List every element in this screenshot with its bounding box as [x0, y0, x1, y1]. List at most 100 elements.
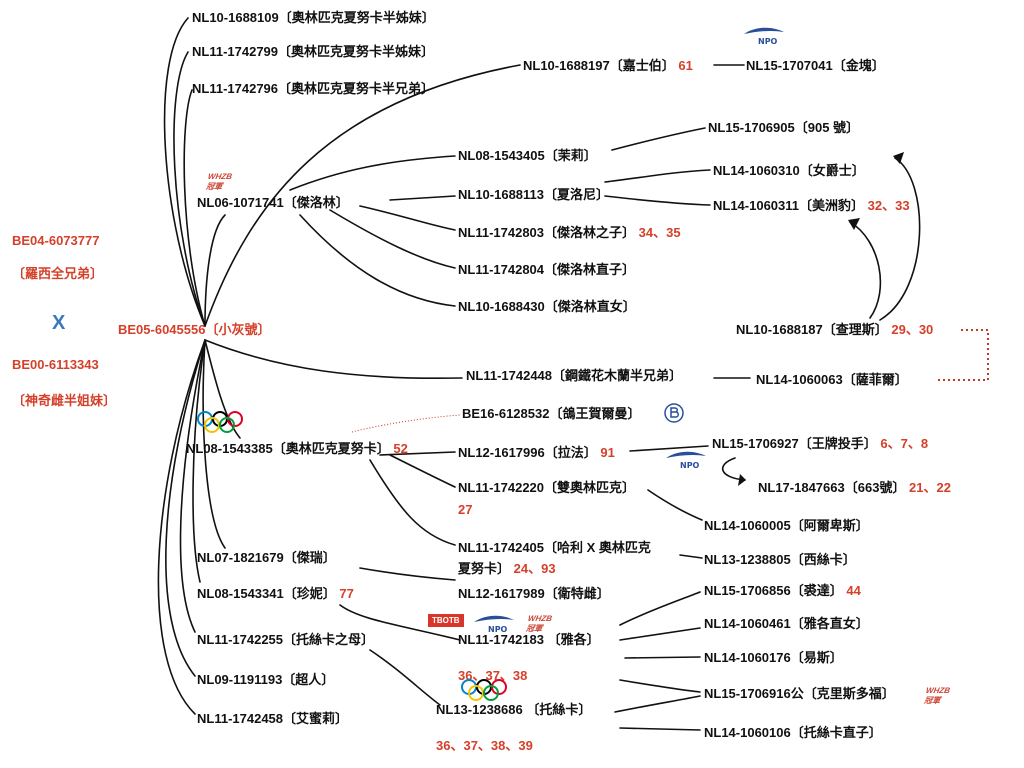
wangpai-score: 6、7、8: [880, 436, 929, 451]
link-root-olympic: [204, 339, 241, 439]
node-gangtie: NL11-1742448〔鋼鐵花木蘭半兄弟〕: [466, 368, 683, 383]
node-663: NL17-1847663〔663號〕 21、22: [758, 480, 951, 496]
yage-score: 36、37、38: [458, 668, 528, 683]
link-xialuoni-nvjue: [604, 169, 711, 183]
link-jaslin-moli: [289, 155, 456, 191]
cross-mark: X: [52, 312, 66, 334]
node-xialuoni: NL10-1688113〔夏洛尼〕: [458, 187, 610, 202]
sire-name: 〔羅西全兄弟〕: [12, 266, 104, 281]
node-yage: NL11-1742183 〔雅各〕: [458, 632, 600, 647]
link-xialuoni-meizhoubao: [604, 195, 711, 206]
link-tuosika-kelisi: [619, 679, 701, 693]
npo-logo-icon: NPO: [744, 27, 784, 46]
npo-logo-text-2: NPO: [680, 461, 700, 470]
link-tuosika-tuosikazhizi: [619, 727, 701, 731]
link-moli-905: [611, 127, 706, 151]
n663-label: NL17-1847663〔663號〕: [758, 480, 906, 495]
tbotb-logo: TBOTB: [428, 614, 464, 627]
npo-logo-icon-3: NPO: [474, 615, 514, 634]
link-root-gangtie: [204, 339, 463, 380]
node-moli: NL08-1543405〔茉莉〕: [458, 148, 597, 163]
lafa-label: NL12-1617996〔拉法〕: [458, 445, 597, 460]
node-n1: NL10-1688109〔奧林匹克夏努卡半姊妹〕: [192, 10, 435, 25]
node-hali-line2: 夏努卡〕 24、93: [458, 561, 556, 577]
node-safeier: NL14-1060063〔薩菲爾〕: [756, 372, 908, 387]
root-node: BE05-6045556〔小灰號〕: [118, 322, 270, 338]
meizhoubao-label: NL14-1060311〔美洲豹〕: [713, 198, 865, 213]
arrow-chalisi-meizhoubao: [849, 221, 882, 319]
jzhizi-score: 34、35: [638, 225, 681, 240]
node-jzhizi: NL11-1742803〔傑洛林之子〕 34、35: [458, 225, 681, 241]
link-shuangao-aersi: [647, 489, 703, 521]
link-olympic-hali: [369, 459, 456, 546]
meizhoubao-score: 32、33: [867, 198, 910, 213]
link-lafa-wangpai: [629, 445, 709, 452]
node-tuosika-mu: NL11-1742255〔托絲卡之母〕: [197, 632, 375, 647]
node-jaslin: NL06-1071741〔傑洛林〕: [197, 195, 349, 210]
node-qiuda: NL15-1706856〔裘達〕 44: [704, 583, 861, 599]
link-hali-xisika: [679, 554, 703, 559]
node-wangpai: NL15-1706927〔王牌投手〕 6、7、8: [712, 436, 928, 452]
node-lafa: NL12-1617996〔拉法〕 91: [458, 445, 615, 461]
link-zhenni-yage: [339, 604, 461, 641]
npo-logo-text: NPO: [758, 37, 778, 46]
node-meizhoubao: NL14-1060311〔美洲豹〕 32、33: [713, 198, 910, 214]
npo-logo-icon-2: NPO: [666, 451, 706, 470]
node-nvjue: NL14-1060310〔女爵士〕: [713, 163, 865, 178]
node-tuosikazhizi: NL14-1060106〔托絲卡直子〕: [704, 725, 882, 740]
node-zhenni: NL08-1543341〔珍妮〕 77: [197, 586, 354, 602]
dotted-link-gewang: [351, 414, 461, 433]
tuosika-score: 36、37、38、39: [436, 738, 533, 753]
link-root-n2: [173, 51, 206, 327]
n663-score: 21、22: [909, 480, 951, 495]
shuangao-score: 27: [458, 502, 473, 517]
link-root-jierui: [202, 339, 226, 549]
jiashibo-score: 61: [678, 58, 693, 73]
node-hali-line1: NL11-1742405〔哈利 X 奧林匹克: [458, 540, 651, 555]
link-jaslin-jzhizi2: [329, 209, 456, 269]
arrow-chalisi-nvjue: [879, 157, 921, 321]
link-jaslin-jzhinv: [299, 214, 456, 307]
jzhizi-label: NL11-1742803〔傑洛林之子〕: [458, 225, 636, 240]
jiashibo-label: NL10-1688197〔嘉士伯〕: [523, 58, 675, 73]
link-root-n3: [183, 89, 206, 327]
link-olympic-shuangao: [389, 454, 456, 488]
node-jzhinv: NL10-1688430〔傑洛林直女〕: [458, 299, 636, 314]
root-name: 〔小灰號〕: [205, 322, 271, 337]
zhenni-label: NL08-1543341〔珍妮〕: [197, 586, 336, 601]
npo-logo-text-3: NPO: [488, 625, 508, 634]
node-chalisi: NL10-1688187〔查理斯〕 29、30: [736, 322, 933, 338]
link-yage-yisi: [624, 656, 701, 659]
node-chaoren: NL09-1191193〔超人〕: [197, 672, 335, 687]
node-yisi: NL14-1060176〔易斯〕: [704, 650, 843, 665]
node-jinkuai: NL15-1707041〔金塊〕: [746, 58, 885, 73]
node-shuangao: NL11-1742220〔雙奧林匹克〕: [458, 480, 636, 495]
link-tuosika-kelisi2: [614, 695, 701, 713]
dotted-link-safeier-chalisi: [938, 329, 989, 381]
link-root-aimili: [157, 339, 206, 715]
qiuda-label: NL15-1706856〔裘達〕: [704, 583, 843, 598]
olympic-label: NL08-1543385〔奧林匹克夏努卡〕: [186, 441, 390, 456]
hali-score: 24、93: [513, 561, 556, 576]
node-kelisi: NL15-1706916公〔克里斯多福〕: [704, 686, 895, 701]
node-aersi: NL14-1060005〔阿爾卑斯〕: [704, 518, 869, 533]
node-jiashibo: NL10-1688197〔嘉士伯〕 61: [523, 58, 693, 74]
node-905: NL15-1706905〔905 號〕: [708, 120, 860, 135]
sire-ring: BE04-6073777: [12, 233, 100, 248]
link-jaslin-xialuoni: [389, 195, 456, 201]
link-root-chaoren: [165, 339, 206, 677]
root-ring: BE05-6045556: [118, 322, 206, 337]
arrowhead-663: [738, 474, 746, 486]
node-tuosika: NL13-1238686 〔托絲卡〕: [436, 702, 592, 717]
link-yage-qiuda: [619, 591, 701, 626]
link-yage-yagezhinv: [619, 627, 701, 641]
link-jierui-weiteci: [359, 567, 456, 581]
node-xisika: NL13-1238805〔西絲卡〕: [704, 552, 856, 567]
link-jaslin-jzhizi: [359, 205, 456, 231]
olympic-score: 52: [393, 441, 408, 456]
link-olympic-lafa: [379, 451, 456, 456]
